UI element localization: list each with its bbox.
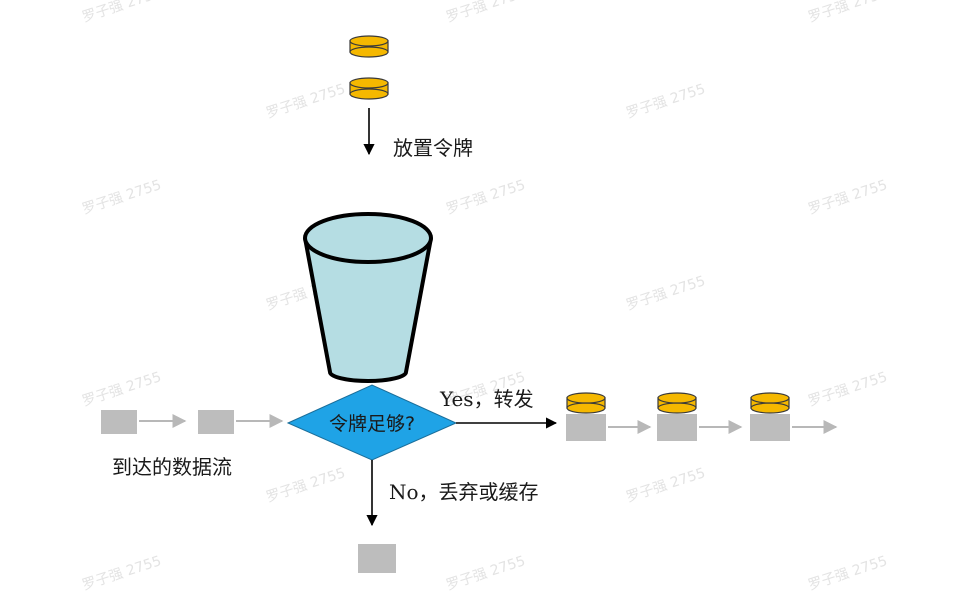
watermark-text: 罗子强 2755 [444, 0, 527, 26]
dropped-packet-icon [358, 544, 396, 573]
bucket-icon [303, 212, 433, 383]
watermark-text: 罗子强 2755 [624, 465, 707, 506]
token-icon [750, 392, 790, 414]
packet-icon [101, 410, 137, 434]
watermark-text: 罗子强 2755 [624, 273, 707, 314]
token-icon [566, 392, 606, 414]
packet-icon [198, 410, 234, 434]
watermark-layer: 罗子强 2755 罗子强 2755 罗子强 2755 罗子强 2755 罗子强 … [80, 0, 889, 594]
yes-branch-label: Yes，转发 [439, 387, 534, 411]
packet-icon [750, 414, 790, 441]
watermark-text: 罗子强 2755 [80, 177, 163, 218]
watermark-text: 罗子强 2755 [80, 0, 163, 26]
watermark-text: 罗子强 2755 [80, 369, 163, 410]
token-icon [657, 392, 697, 414]
no-branch-label: No，丢弃或缓存 [389, 480, 539, 504]
watermark-text: 罗子强 2755 [264, 81, 347, 122]
arriving-stream [101, 410, 284, 434]
watermark-text: 罗子强 2755 [806, 177, 889, 218]
token-icon [349, 77, 389, 100]
forwarded-stream [566, 392, 838, 441]
place-tokens-label: 放置令牌 [393, 136, 473, 160]
packet-icon [566, 414, 606, 441]
watermark-text: 罗子强 2755 [806, 0, 889, 26]
watermark-text: 罗子强 2755 [80, 553, 163, 594]
watermark-text: 罗子强 2755 [444, 177, 527, 218]
token-icon [349, 35, 389, 58]
condition-label: 令牌足够? [329, 413, 415, 435]
arriving-stream-label: 到达的数据流 [112, 455, 232, 479]
watermark-text: 罗子强 2755 [624, 81, 707, 122]
watermark-text: 罗子强 2755 [806, 369, 889, 410]
packet-icon [657, 414, 697, 441]
watermark-text: 罗子强 2755 [806, 553, 889, 594]
watermark-text: 罗子强 2755 [444, 553, 527, 594]
watermark-text: 罗子强 2755 [264, 465, 347, 506]
